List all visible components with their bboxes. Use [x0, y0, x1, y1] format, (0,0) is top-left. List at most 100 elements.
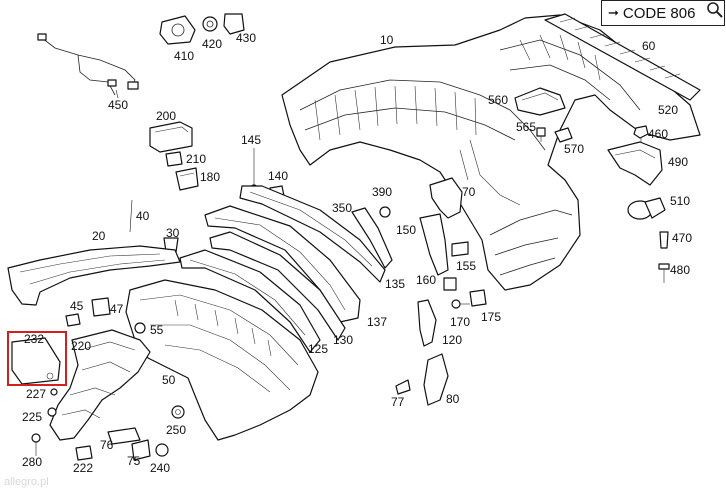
clip-part-390: [379, 206, 391, 218]
label-10: 10: [380, 33, 394, 47]
nut-part-250: [171, 405, 185, 419]
bracket-part-80: [423, 353, 449, 406]
strip-part-130: [209, 231, 346, 341]
connector-part-430: [223, 13, 245, 35]
label-47: 47: [110, 302, 124, 316]
strip-part-135: [239, 185, 386, 283]
label-135: 135: [385, 277, 405, 291]
label-20: 20: [92, 229, 106, 243]
bracket-part-70: [429, 177, 463, 219]
label-130: 130: [333, 333, 353, 347]
label-45: 45: [70, 299, 84, 313]
cover-part-200: [149, 121, 193, 153]
panel-part-232: [11, 337, 61, 385]
label-470: 470: [672, 231, 692, 245]
bracket-part-150: [419, 213, 449, 276]
clip-part-225: [47, 407, 57, 417]
trim-part-120: [417, 299, 437, 347]
label-80: 80: [446, 392, 460, 406]
pin-part-40: [129, 199, 133, 233]
clip-part-77: [395, 379, 411, 395]
label-430: 430: [236, 31, 256, 45]
watermark: allegro.pl: [4, 476, 49, 488]
clip-part-55: [134, 322, 146, 334]
label-60: 60: [642, 39, 656, 53]
arrow-right-icon: ➞: [608, 5, 619, 20]
label-480: 480: [670, 263, 690, 277]
label-75: 75: [127, 454, 141, 468]
label-180: 180: [200, 170, 220, 184]
sensor-part-510: [627, 197, 666, 220]
label-200: 200: [156, 109, 176, 123]
trim-strip-part-60: [544, 13, 701, 101]
label-40: 40: [136, 209, 150, 223]
label-250: 250: [166, 423, 186, 437]
label-225: 225: [22, 410, 42, 424]
label-410: 410: [174, 49, 194, 63]
code-label-box: ➞ CODE 806: [601, 0, 725, 26]
clip-part-155: [451, 241, 469, 257]
screw-part-480: [658, 263, 670, 283]
label-50: 50: [162, 373, 176, 387]
clip-part-160: [443, 277, 457, 291]
label-150: 150: [396, 223, 416, 237]
label-70: 70: [462, 185, 476, 199]
clip-part-210: [165, 151, 183, 167]
strip-part-125: [179, 249, 321, 353]
trim-part-20: [7, 245, 181, 306]
label-175: 175: [481, 310, 501, 324]
clip-part-570: [554, 127, 573, 143]
cap-part-240: [155, 443, 169, 457]
label-460: 460: [648, 127, 668, 141]
label-140: 140: [268, 169, 288, 183]
strip-part-137: [204, 205, 361, 323]
label-390: 390: [372, 185, 392, 199]
label-240: 240: [150, 461, 170, 475]
bracket-part-490: [607, 141, 663, 186]
label-55: 55: [150, 323, 164, 337]
label-220: 220: [71, 339, 91, 353]
zoom-icon[interactable]: [706, 1, 724, 19]
screw-part-170: [451, 299, 470, 309]
clip-part-175: [469, 289, 487, 307]
clip-part-470: [659, 231, 669, 249]
label-490: 490: [668, 155, 688, 169]
label-160: 160: [416, 273, 436, 287]
bracket-part-76: [107, 427, 141, 445]
label-145: 145: [241, 133, 261, 147]
wiring-harness-part-450: [37, 33, 139, 99]
grommet-part-420: [202, 16, 218, 32]
label-560: 560: [488, 93, 508, 107]
label-565: 565: [516, 120, 536, 134]
label-420: 420: [202, 37, 222, 51]
clip-part-47: [91, 297, 111, 317]
label-155: 155: [456, 259, 476, 273]
label-125: 125: [308, 342, 328, 356]
label-520: 520: [658, 103, 678, 117]
bracket-part-560: [514, 87, 566, 116]
clip-part-227: [50, 388, 58, 396]
label-120: 120: [442, 333, 462, 347]
label-170: 170: [450, 315, 470, 329]
label-210: 210: [186, 152, 206, 166]
lower-panel-part-50: [125, 279, 319, 441]
label-450: 450: [108, 98, 128, 112]
bracket-part-350: [351, 207, 393, 269]
bracket-part-75: [131, 439, 151, 461]
label-77: 77: [391, 395, 405, 409]
label-570: 570: [564, 142, 584, 156]
screw-part-280: [31, 433, 41, 456]
label-280: 280: [22, 455, 42, 469]
label-222: 222: [73, 461, 93, 475]
label-227: 227: [26, 387, 46, 401]
connector-part-410: [159, 15, 196, 45]
part-labels: 10 20 30 40 45 47 50 55 60 70 75 76 77 8…: [22, 31, 692, 475]
screw-part-45: [65, 313, 81, 327]
code-label: CODE 806: [622, 4, 696, 22]
bracket-part-220: [49, 329, 151, 441]
highlight-box-part-232: [7, 331, 67, 386]
clip-part-565: [536, 127, 546, 142]
bracket-part-180: [175, 167, 199, 191]
label-350: 350: [332, 201, 352, 215]
